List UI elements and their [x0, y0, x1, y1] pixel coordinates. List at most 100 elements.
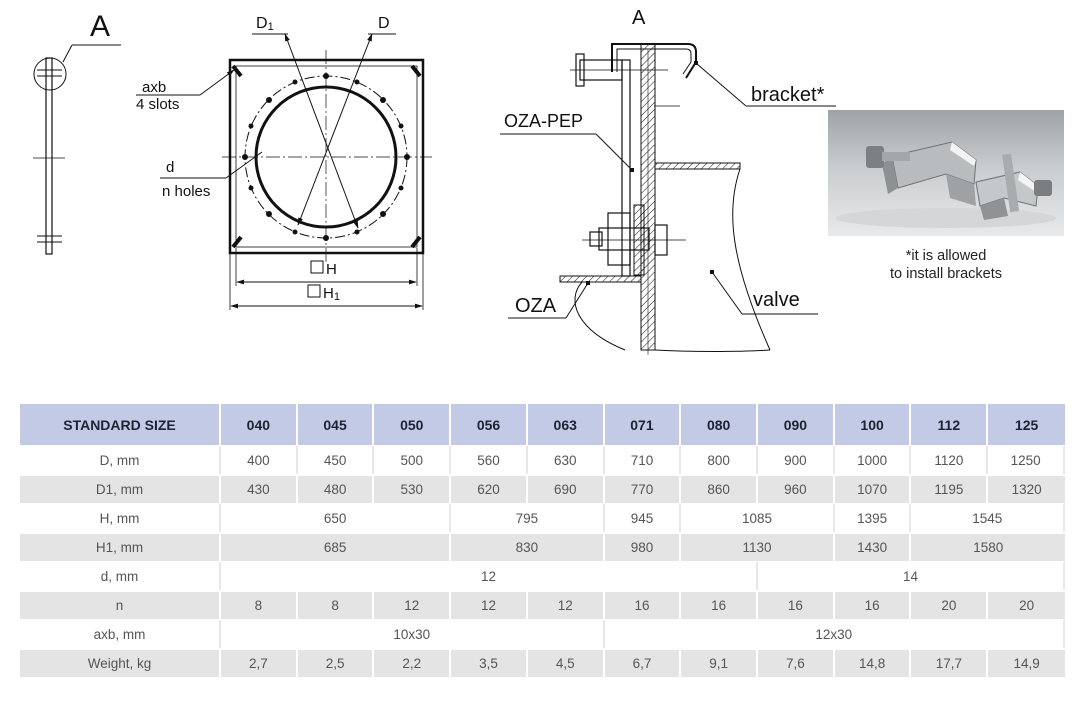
header-cell: 090	[758, 404, 835, 445]
table-cell: 1085	[681, 503, 835, 532]
table-cell: 400	[221, 445, 298, 474]
label-d1: D1	[256, 15, 274, 33]
table-cell: 530	[374, 474, 452, 503]
table-cell: 500	[374, 445, 452, 474]
table-header-row: STANDARD SIZE 040 045 050 056 063 071 08…	[20, 404, 1065, 445]
table-cell: 770	[604, 474, 682, 503]
table-cell: 12	[451, 590, 528, 619]
table-cell: 795	[451, 503, 605, 532]
header-cell: 071	[604, 404, 682, 445]
header-cell: 040	[221, 404, 298, 445]
table-cell: 980	[604, 532, 682, 561]
table-cell: 960	[758, 474, 835, 503]
bracket-image	[836, 141, 1056, 228]
table-cell: 1250	[988, 445, 1065, 474]
label-axb: axb	[142, 79, 166, 96]
table-cell: 450	[297, 445, 375, 474]
table-cell: 6,7	[604, 648, 682, 677]
header-cell: 063	[527, 404, 605, 445]
row-label: D1, mm	[20, 474, 221, 503]
table-cell: 690	[527, 474, 605, 503]
table-cell: 1395	[834, 503, 912, 532]
table-cell: 1130	[681, 532, 835, 561]
label-oza-pep: OZA-PEP	[504, 111, 583, 131]
table-cell: 8	[297, 590, 375, 619]
detail-mark-a: A	[90, 10, 110, 43]
header-cell: 050	[374, 404, 452, 445]
photo-note: *it is allowed to install brackets	[828, 247, 1064, 283]
header-cell: 112	[911, 404, 989, 445]
row-label: D, mm	[20, 445, 221, 474]
table-cell: 7,6	[758, 648, 835, 677]
table-cell: 1070	[834, 474, 912, 503]
row-label: H1, mm	[20, 532, 221, 561]
table-cell: 685	[221, 532, 452, 561]
table-cell: 1195	[911, 474, 989, 503]
table-cell: 9,1	[681, 648, 759, 677]
table-cell: 1545	[911, 503, 1065, 532]
label-h1: H1	[323, 285, 340, 303]
header-cell: 100	[834, 404, 912, 445]
row-label: n	[20, 590, 221, 619]
table-cell: 620	[451, 474, 528, 503]
table-cell: 1320	[988, 474, 1065, 503]
table-cell: 14,9	[988, 648, 1065, 677]
table-cell: 1000	[834, 445, 912, 474]
table-cell: 16	[834, 590, 912, 619]
table-cell: 8	[221, 590, 298, 619]
table-cell: 12	[221, 561, 759, 590]
row-label: Weight, kg	[20, 648, 221, 677]
table-cell: 1580	[911, 532, 1065, 561]
table-cell: 830	[451, 532, 605, 561]
table-cell: 710	[604, 445, 682, 474]
label-valve: valve	[753, 289, 800, 311]
technical-drawing: A	[33, 7, 836, 355]
table-cell: 14,8	[834, 648, 912, 677]
header-cell: 080	[681, 404, 759, 445]
table-cell: 650	[221, 503, 452, 532]
table-cell: 800	[681, 445, 759, 474]
side-view: A	[33, 10, 121, 255]
section-mark-a: A	[632, 7, 646, 29]
header-cell: 045	[297, 404, 375, 445]
table-cell: 560	[451, 445, 528, 474]
table-cell: 430	[221, 474, 298, 503]
label-bracket: bracket*	[751, 84, 825, 106]
table-cell: 17,7	[911, 648, 989, 677]
table-cell: 860	[681, 474, 759, 503]
table-cell: 12x30	[604, 619, 1065, 648]
table-cell: 2,7	[221, 648, 298, 677]
table-cell: 900	[758, 445, 835, 474]
section-a-view: A bracket* OZA-PEP OZA	[500, 7, 836, 355]
row-label: H, mm	[20, 503, 221, 532]
bracket-photo	[828, 110, 1064, 236]
label-h: H	[326, 261, 337, 278]
label-4-slots: 4 slots	[136, 96, 179, 113]
label-n-holes: n holes	[162, 183, 210, 200]
header-cell: STANDARD SIZE	[20, 404, 221, 445]
table-cell: 20	[911, 590, 989, 619]
note-line-2: to install brackets	[889, 266, 1003, 282]
row-label: d, mm	[20, 561, 221, 590]
label-d: D	[378, 15, 390, 32]
note-line-1: *it is allowed	[905, 248, 987, 264]
table-cell: 2,5	[297, 648, 375, 677]
label-oza: OZA	[515, 295, 557, 317]
table-cell: 2,2	[374, 648, 452, 677]
row-label: axb, mm	[20, 619, 221, 648]
table-cell: 1430	[834, 532, 912, 561]
table-cell: 16	[758, 590, 835, 619]
table-cell: 3,5	[451, 648, 528, 677]
table-cell: 1120	[911, 445, 989, 474]
table-cell: 10x30	[221, 619, 605, 648]
table-cell: 945	[604, 503, 682, 532]
